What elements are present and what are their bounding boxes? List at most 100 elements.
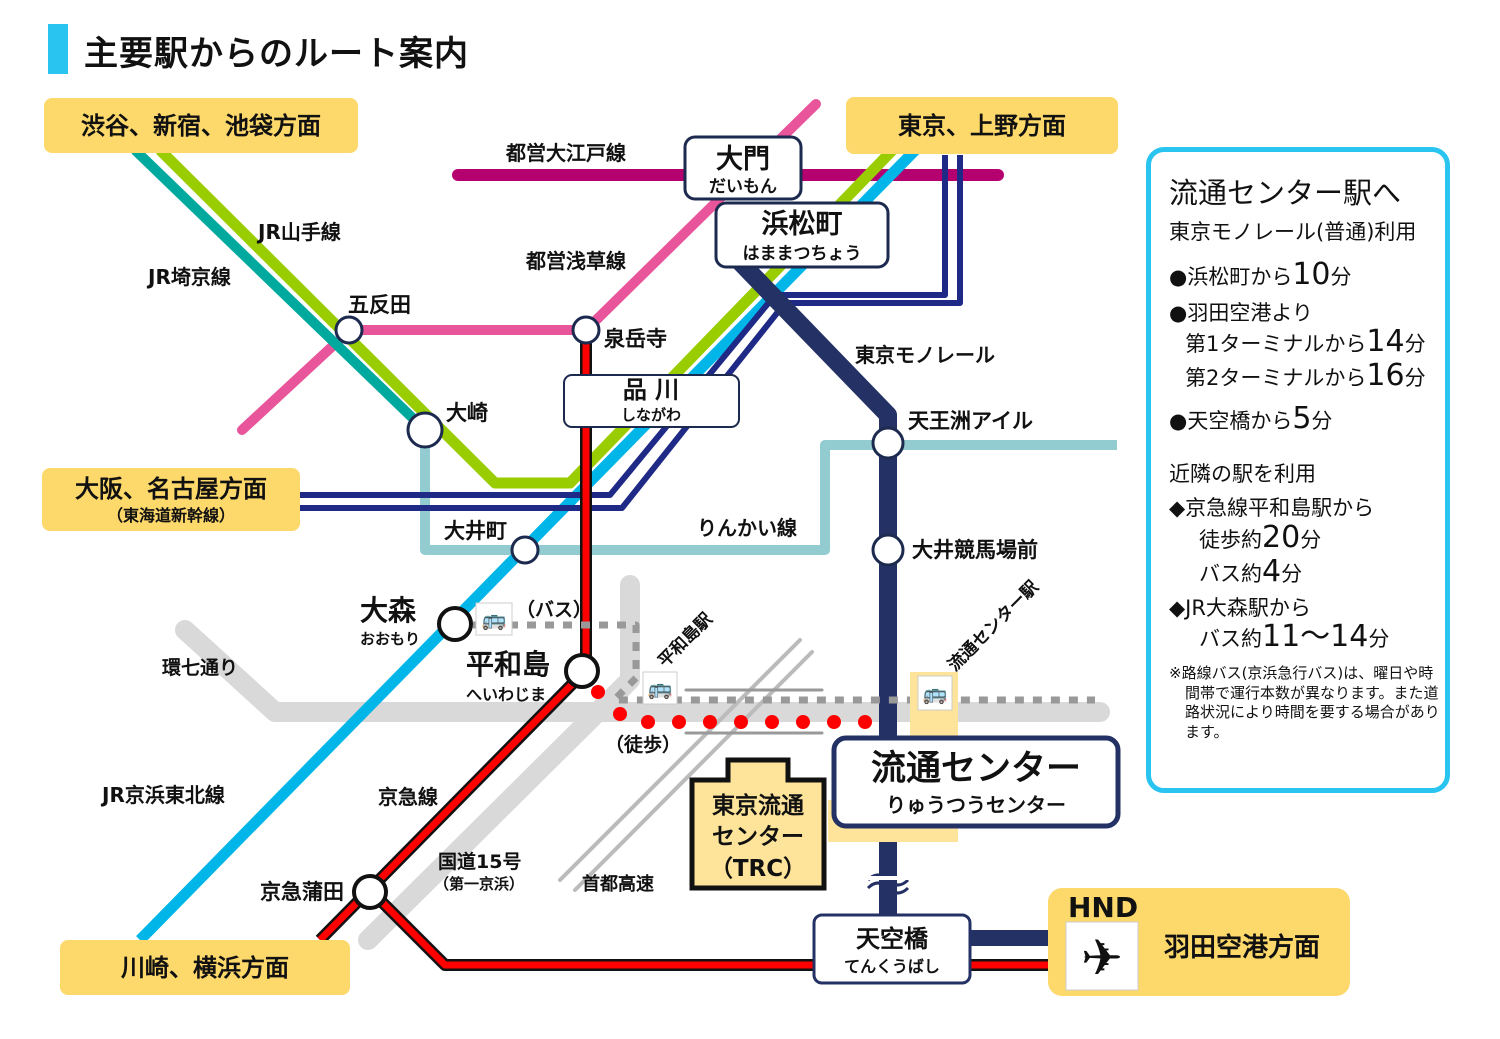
minutes: 14 xyxy=(1366,323,1405,359)
unit: 分 xyxy=(1404,331,1426,356)
shuto-expressway xyxy=(558,638,802,882)
bus-route xyxy=(455,621,1095,704)
label-heiwajima: 平和島 xyxy=(466,648,550,681)
text: ●天空橋から xyxy=(1169,408,1293,433)
minutes: 11～14 xyxy=(1262,618,1369,654)
walk-route xyxy=(591,685,872,729)
airport-icon-box xyxy=(1065,921,1139,991)
airplane-icon: ✈ xyxy=(1081,929,1123,987)
label-keikyukamata: 京急蒲田 xyxy=(260,880,344,904)
direction-osaka-label: 大阪、名古屋方面 xyxy=(75,475,267,503)
direction-haneda-label: 羽田空港方面 xyxy=(1164,932,1320,963)
label-kan7: 環七通り xyxy=(162,657,238,679)
label-oikeiba: 大井競馬場前 xyxy=(912,538,1038,562)
minutes: 16 xyxy=(1366,358,1405,394)
station-gotanda xyxy=(334,315,364,345)
minutes: 4 xyxy=(1262,554,1282,590)
direction-osaka-sub: （東海道新幹線） xyxy=(107,506,235,525)
unit: 分 xyxy=(1300,527,1322,552)
daimon-kana: だいもん xyxy=(709,177,777,197)
bus-icon xyxy=(475,602,513,636)
unit: 分 xyxy=(1404,366,1426,391)
bus-icon-glyph: 🚌 xyxy=(482,607,507,631)
station-sengakuji xyxy=(571,315,601,345)
label-shuto: 首都高速 xyxy=(582,873,654,895)
trc-label-2: センター xyxy=(712,824,804,850)
minutes: 5 xyxy=(1292,400,1312,436)
trc-building: 東京流通 センター （TRC） xyxy=(689,757,827,891)
info-heading: 流通センター駅へ xyxy=(1169,176,1402,210)
info-jr-bus: バス約11～14分 xyxy=(1169,618,1445,655)
station-oimachi xyxy=(510,535,540,565)
station-tennozu xyxy=(871,426,905,460)
station-omori xyxy=(437,606,473,642)
minutes: 10 xyxy=(1292,257,1331,293)
tenkubashi-kana: てんくうばし xyxy=(844,957,940,976)
unit: 分 xyxy=(1368,626,1390,651)
text: バス約 xyxy=(1199,562,1262,587)
info-t1: 第1ターミナルから14分 xyxy=(1169,323,1445,360)
unit: 分 xyxy=(1281,562,1303,587)
direction-kawasaki xyxy=(60,940,350,995)
minutes: 20 xyxy=(1262,519,1301,555)
bus-icon-glyph: 🚌 xyxy=(923,681,948,705)
info-monorail: 東京モノレール(普通)利用 xyxy=(1169,220,1417,244)
label-keihin: JR京浜東北線 xyxy=(100,783,225,807)
text: バス約 xyxy=(1199,626,1262,651)
busstop-heiwajima-label: 平和島駅 xyxy=(654,608,718,672)
ryutsu-name: 流通センター xyxy=(871,749,1081,789)
direction-tokyo-label: 東京、上野方面 xyxy=(898,112,1066,140)
bus-icon-glyph: 🚌 xyxy=(648,676,673,700)
shinagawa-kana: しながわ xyxy=(621,406,681,424)
text: 第1ターミナルから xyxy=(1185,331,1367,356)
tenkubashi-name: 天空橋 xyxy=(856,925,929,953)
line-asakusa xyxy=(237,99,821,435)
break-gap xyxy=(866,876,910,880)
unit: 分 xyxy=(1330,265,1352,290)
station-box-shinagawa xyxy=(563,374,740,428)
road-kan7 xyxy=(175,620,1110,722)
label-omori: 大森 xyxy=(360,594,417,627)
direction-shibuya xyxy=(44,98,358,153)
label-osaki: 大崎 xyxy=(446,401,488,425)
line-yamanote xyxy=(156,126,916,489)
label-route15-sub: （第一京浜） xyxy=(434,875,524,893)
station-box-hamamatsucho xyxy=(714,201,890,269)
label-oimachi: 大井町 xyxy=(444,519,507,543)
station-heiwajima xyxy=(564,653,600,689)
station-box-daimon xyxy=(683,135,803,201)
station-osaki xyxy=(406,411,444,449)
access-info-panel: 流通センター駅へ 東京モノレール(普通)利用 ●浜松町から10分 ●羽田空港より… xyxy=(1146,147,1450,793)
info-bus: バス約4分 xyxy=(1169,554,1445,590)
page-title: 主要駅からのルート案内 xyxy=(84,34,469,74)
trc-label-1: 東京流通 xyxy=(712,792,804,819)
label-tennozu: 天王洲アイル xyxy=(908,409,1033,433)
label-heiwajima-kana: へいわじま xyxy=(466,685,546,704)
daimon-name: 大門 xyxy=(716,144,770,175)
label-gotanda: 五反田 xyxy=(348,293,411,317)
station-oikeiba xyxy=(871,533,905,567)
bus-icon xyxy=(917,675,953,711)
text: 徒歩約 xyxy=(1199,527,1262,552)
label-saikyo: JR埼京線 xyxy=(146,265,231,289)
text: 第2ターミナルから xyxy=(1185,366,1367,391)
bus-icon xyxy=(642,671,678,705)
info-note: ※路線バス(京浜急行バス)は、曜日や時間帯で運行本数が異なります。また道路状況に… xyxy=(1169,664,1440,741)
station-keikyukamata xyxy=(352,874,388,910)
text: ●浜松町から xyxy=(1169,265,1293,290)
info-jr: ◆JR大森駅から xyxy=(1169,595,1311,620)
label-keikyu: 京急線 xyxy=(378,785,438,809)
info-walk: 徒歩約20分 xyxy=(1169,519,1445,556)
label-monorail: 東京モノレール xyxy=(855,343,995,367)
label-omori-kana: おおもり xyxy=(360,630,420,648)
label-sengakuji: 泉岳寺 xyxy=(604,327,667,351)
hamamatsucho-kana: はままつちょう xyxy=(743,244,862,264)
hamamatsucho-name: 浜松町 xyxy=(762,209,843,240)
info-haneda: ●羽田空港より xyxy=(1169,300,1313,325)
info-tenkubashi: ●天空橋から5分 xyxy=(1169,400,1445,437)
direction-osaka xyxy=(42,468,300,531)
title-accent-bar xyxy=(48,24,68,74)
label-asakusa: 都営浅草線 xyxy=(525,249,626,273)
station-box-ryutsu xyxy=(831,735,1121,829)
